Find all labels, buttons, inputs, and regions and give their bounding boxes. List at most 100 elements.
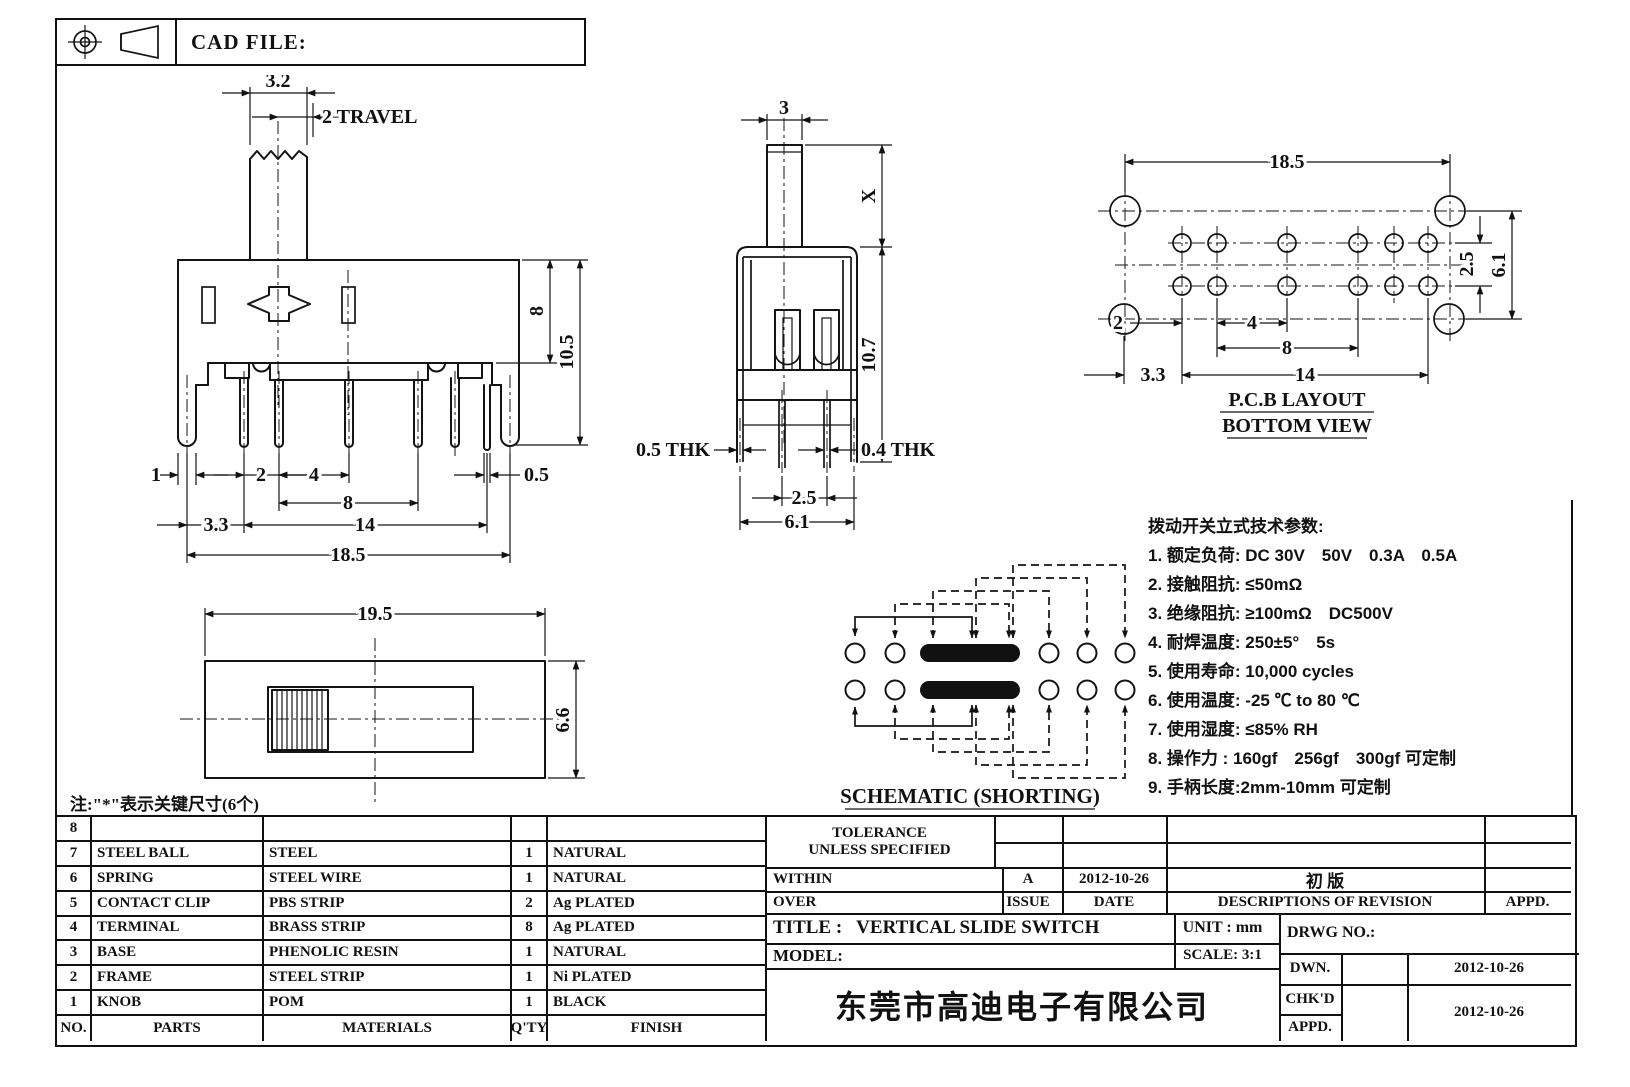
cell-no: 6 [57, 866, 92, 892]
rev-date: 2012-10-26 [1062, 867, 1168, 893]
pcb-layout-subtitle: BOTTOM VIEW [1222, 415, 1372, 437]
schematic-contacts [844, 642, 1136, 701]
dim-pitch-4: 4 [309, 464, 319, 486]
cell-materials: BRASS STRIP [264, 916, 512, 942]
title-label: TITLE : [773, 917, 843, 938]
rev-appd [1484, 867, 1571, 893]
front-view-dimensions: 3.2 2 TRAVEL 8 10.5 1 [148, 75, 588, 569]
pcb-holes [1098, 184, 1476, 345]
cell-finish: Ag PLATED [548, 892, 765, 917]
cell-qty: 2 [512, 891, 548, 917]
cell-qty: 1 [512, 841, 548, 867]
cell-materials: PBS STRIP [264, 891, 512, 917]
spec-item-7: 7. 使用湿度: ≤85% RH [1148, 720, 1318, 739]
empty-cell [1484, 842, 1571, 869]
dim-pcb-8: 8 [1282, 337, 1292, 359]
tolerance-line1: TOLERANCE [832, 825, 927, 841]
dim-offset-33: 3.3 [204, 514, 229, 536]
dim-leg-span: 6.1 [785, 511, 810, 533]
pcb-dimensions: 18.5 2.5 6.1 2 4 8 3.3 14 [1084, 148, 1522, 439]
cell-no: 8 [57, 817, 92, 842]
date-header: DATE [1062, 891, 1168, 915]
top-view-dimensions: 19.5 6.6 [204, 600, 585, 779]
spec-item-2: 2. 接触阻抗: ≤50mΩ [1148, 575, 1303, 594]
cell-finish: NATURAL [548, 842, 765, 867]
dim-pcb-row-span: 6.1 [1488, 253, 1510, 278]
cell-parts: BASE [92, 941, 264, 967]
header-materials: MATERIALS [264, 1016, 512, 1041]
schematic-links [852, 564, 1128, 779]
dim-overall: 18.5 [331, 544, 366, 566]
front-view-body [177, 121, 520, 465]
cell-parts: FRAME [92, 966, 264, 992]
dim-body-h: 10.7 [858, 338, 880, 373]
cell-parts: SPRING [92, 866, 264, 892]
empty-cell [994, 842, 1064, 869]
dim-body-height: 8 [526, 306, 548, 316]
cell-materials: STEEL [264, 841, 512, 867]
cell-parts: TERMINAL [92, 916, 264, 942]
dwn-value [1341, 953, 1409, 986]
chk-date: 2012-10-26 [1454, 1004, 1524, 1020]
third-angle-projection-icon [68, 24, 159, 60]
cell-parts: STEEL BALL [92, 841, 264, 867]
rev-issue: A [994, 867, 1064, 893]
chkd-label: CHK'D [1279, 984, 1343, 1016]
side-view-body [736, 118, 858, 473]
cell-qty: 1 [512, 941, 548, 967]
cell-qty: 1 [512, 966, 548, 992]
dim-knob-width: 3.2 [266, 75, 291, 92]
drwg-no-cell: DRWG NO.: [1279, 913, 1579, 955]
side-view-drawing: 3 X 10.7 0.5 THK 0.4 THK 2.5 6.1 [633, 100, 939, 536]
pcb-layout-drawing: 18.5 2.5 6.1 2 4 8 3.3 14 [1084, 148, 1522, 439]
cell-no: 7 [57, 841, 92, 867]
cell-parts: KNOB [92, 991, 264, 1017]
cell-no: 2 [57, 966, 92, 992]
cell-qty [512, 817, 548, 842]
title-block-table: 8 7 STEEL BALL STEEL 1 NATURAL 6 SPRING … [55, 815, 1579, 1047]
dim-span-14: 14 [355, 514, 375, 536]
empty-cell [1166, 842, 1486, 869]
dim-pin-thk: 0.5 [524, 464, 549, 486]
cell-finish: NATURAL [548, 867, 765, 892]
dwn-date: 2012-10-26 [1407, 953, 1571, 986]
cell-materials [264, 817, 512, 842]
sheet-border-right [1571, 500, 1573, 817]
chk-appd-value [1341, 984, 1409, 1041]
empty-cell [1062, 817, 1168, 844]
cell-qty: 1 [512, 991, 548, 1017]
sheet-border-left [55, 60, 57, 817]
dim-stem-height: X [858, 188, 880, 203]
cad-file-label: CAD FILE: [191, 29, 307, 54]
cell-finish: Ag PLATED [548, 917, 765, 942]
cell-finish [548, 817, 765, 842]
dim-pcb-33: 3.3 [1141, 364, 1166, 386]
dim-pcb-2: 2 [1113, 312, 1123, 334]
dim-pcb-14: 14 [1295, 364, 1315, 386]
tolerance-cell: TOLERANCE UNLESS SPECIFIED [765, 817, 996, 869]
dim-thk-left: 0.5 THK [636, 439, 711, 461]
empty-cell [1484, 817, 1571, 844]
empty-cell [994, 817, 1064, 844]
cell-materials: STEEL STRIP [264, 966, 512, 992]
appd-label: APPD. [1279, 1014, 1343, 1041]
appd-header: APPD. [1484, 891, 1571, 915]
dim-thk-right: 0.4 THK [861, 439, 936, 461]
header-parts: PARTS [92, 1016, 264, 1041]
header-no: NO. [57, 1016, 92, 1041]
dim-total-height: 10.5 [556, 335, 578, 370]
schematic-title: SCHEMATIC (SHORTING) [840, 784, 1100, 808]
cell-no: 5 [57, 891, 92, 917]
spec-item-5: 5. 使用寿命: 10,000 cycles [1148, 662, 1355, 681]
dim-side-knob: 3 [779, 100, 789, 119]
spec-title: 拨动开关立式技术参数: [1148, 517, 1324, 536]
model-cell: MODEL: [765, 943, 1176, 970]
cell-qty: 1 [512, 866, 548, 892]
cell-no: 3 [57, 941, 92, 967]
key-dimension-note: 注:"*"表示关键尺寸(6个) [70, 795, 259, 814]
company-name: 东莞市高迪电子有限公司 [765, 968, 1281, 1041]
rev-description: 初 版 [1166, 867, 1486, 893]
spec-item-3: 3. 绝缘阻抗: ≥100mΩ DC500V [1148, 604, 1393, 623]
spec-item-8: 8. 操作力 : 160gf 256gf 300gf 可定制 [1148, 749, 1456, 768]
